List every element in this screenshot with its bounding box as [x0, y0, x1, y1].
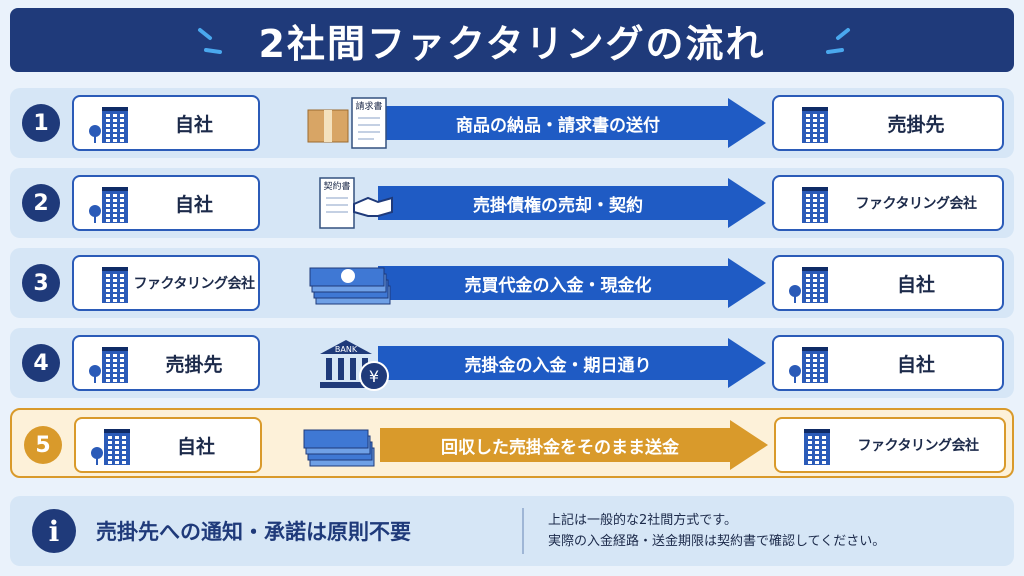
to-party-label: 売掛先: [887, 113, 945, 136]
from-party-label: 自社: [174, 193, 213, 216]
to-party-card: 自社: [772, 335, 1004, 391]
from-party-label: ファクタリング会社: [133, 276, 255, 292]
bank-label: BANK: [335, 345, 358, 354]
building-icon: [91, 429, 130, 465]
page-title: 2社間ファクタリングの流れ: [258, 21, 766, 66]
building-icon: [802, 187, 828, 223]
to-party-label: ファクタリング会社: [857, 438, 979, 454]
step-number: 1: [22, 104, 60, 142]
info-icon: i: [32, 509, 76, 553]
contract-handshake-icon: 契約書: [319, 177, 393, 229]
flow-arrow: [378, 178, 766, 228]
cash-stack-icon: [309, 267, 391, 305]
note-body: 上記は一般的な2社間方式です。 実際の入金経路・送金期限は契約書で確認してくださ…: [548, 510, 1008, 552]
flow-arrow: [378, 98, 766, 148]
from-party-label: 自社: [174, 113, 213, 136]
yen-label: ¥: [369, 367, 379, 386]
action-label: 売買代金の入金・現金化: [464, 275, 652, 296]
building-icon: [802, 107, 828, 143]
action-label: 売掛金の入金・期日通り: [464, 355, 652, 376]
from-party-label: 売掛先: [165, 353, 223, 376]
step-number: 4: [22, 344, 60, 382]
from-party-card: 自社: [72, 95, 260, 151]
step-number: 5: [24, 426, 62, 464]
note-line-2: 実際の入金経路・送金期限は契約書で確認してください。: [548, 534, 886, 549]
flow-arrow: [380, 420, 768, 470]
building-icon: [89, 107, 128, 143]
from-party-card: 売掛先: [72, 335, 260, 391]
doc-label: 契約書: [323, 180, 350, 192]
building-icon: [89, 187, 128, 223]
note-heading: 売掛先への通知・承諾は原則不要: [96, 520, 411, 544]
building-icon: [789, 347, 828, 383]
building-icon: [804, 429, 830, 465]
to-party-label: 自社: [896, 273, 935, 296]
doc-label: 請求書: [355, 100, 382, 112]
to-party-label: ファクタリング会社: [855, 196, 977, 212]
flow-step-row: 1 自社 商品の納品・請求書の送付 請求書 売掛先: [10, 88, 1014, 158]
package-invoice-icon: 請求書: [307, 97, 387, 149]
to-party-card: ファクタリング会社: [774, 417, 1006, 473]
to-party-card: 自社: [772, 255, 1004, 311]
flow-step-row: 2 自社 売掛債権の売却・契約 契約書 ファクタリング会社: [10, 168, 1014, 238]
flow-step-row: 4 売掛先 売掛金の入金・期日通り BANK ¥ 自社: [10, 328, 1014, 398]
flow-step-row: 3 ファクタリング会社 売買代金の入金・現金化 自社: [10, 248, 1014, 318]
step-number: 3: [22, 264, 60, 302]
note-panel: i 売掛先への通知・承諾は原則不要 上記は一般的な2社間方式です。 実際の入金経…: [10, 496, 1014, 566]
title-bar: 2社間ファクタリングの流れ: [10, 8, 1014, 72]
flow-step-row: 5 自社 回収した売掛金をそのまま送金 ファクタリング会社: [10, 408, 1014, 478]
building-icon: [89, 347, 128, 383]
from-party-card: 自社: [74, 417, 262, 473]
bank-yen-icon: BANK ¥: [320, 340, 389, 391]
to-party-card: ファクタリング会社: [772, 175, 1004, 231]
action-label: 売掛債権の売却・契約: [473, 195, 643, 216]
sparkle-left-icon: [198, 28, 222, 54]
from-party-label: 自社: [176, 435, 215, 458]
cash-transfer-icon: [303, 429, 396, 467]
sparkle-right-icon: [826, 28, 850, 54]
step-number: 2: [22, 184, 60, 222]
note-line-1: 上記は一般的な2社間方式です。: [548, 513, 737, 528]
note-divider: [522, 508, 524, 554]
from-party-card: ファクタリング会社: [72, 255, 260, 311]
to-party-label: 自社: [896, 353, 935, 376]
from-party-card: 自社: [72, 175, 260, 231]
building-icon: [102, 267, 128, 303]
to-party-card: 売掛先: [772, 95, 1004, 151]
action-label: 回収した売掛金をそのまま送金: [441, 437, 679, 458]
action-label: 商品の納品・請求書の送付: [456, 115, 660, 136]
building-icon: [789, 267, 828, 303]
flow-arrow: [378, 338, 766, 388]
flow-arrow: [378, 258, 766, 308]
